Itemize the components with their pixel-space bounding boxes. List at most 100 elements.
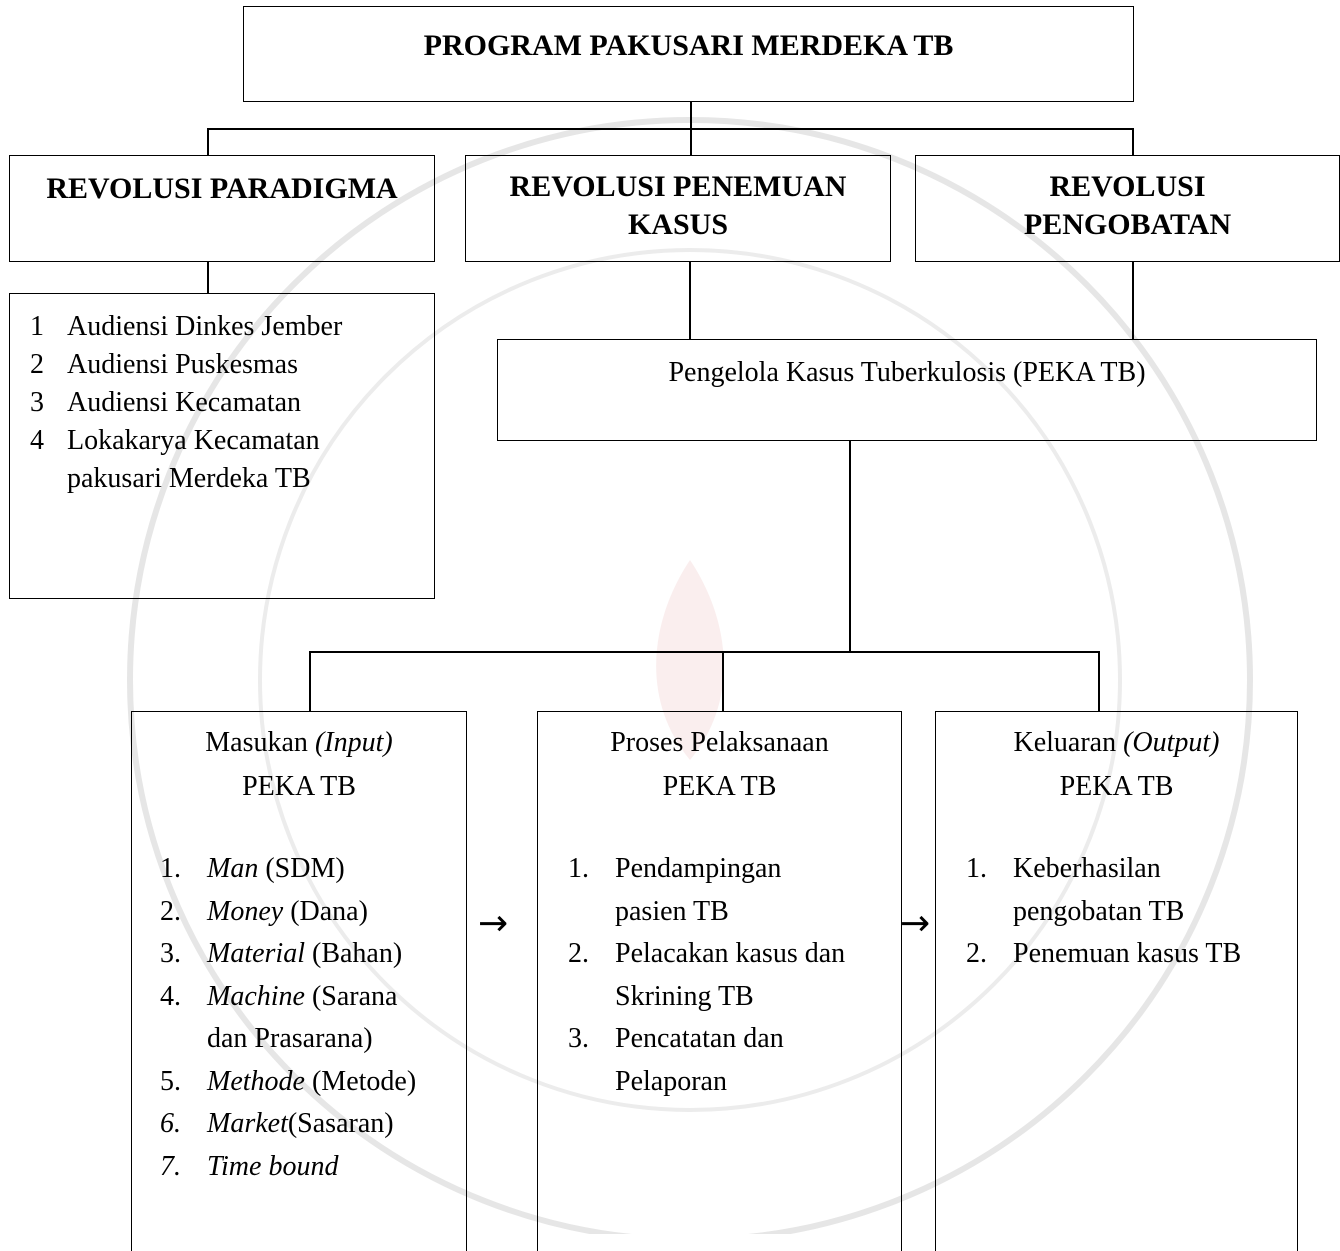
item-text: dan Prasarana) (207, 1023, 373, 1054)
root-title: PROGRAM PAKUSARI MERDEKA TB (423, 29, 954, 62)
item-number: 3. (160, 938, 181, 969)
item-italic: Material (207, 938, 305, 969)
branch-penemuan-title-line2: KASUS (627, 208, 729, 241)
connector-peka-down (849, 441, 851, 651)
list-item: 2. Money (Dana) (160, 891, 416, 934)
item-number: 2. (568, 938, 589, 969)
item-number: 1. (966, 853, 987, 884)
process-subheading: PEKA TB (662, 771, 777, 802)
item-text: (Sarana (304, 980, 398, 1012)
list-item-continuation: pasien TB (568, 891, 845, 934)
process-box: Proses Pelaksanaan PEKA TB 1.Pendampinga… (537, 711, 902, 1251)
list-item: 1.Pendampingan (568, 848, 845, 891)
process-list: 1.Pendampingan pasien TB 2.Pelacakan kas… (568, 848, 845, 1103)
paradigma-item: 3 Audiensi Kecamatan (30, 384, 342, 422)
item-italic: Market (207, 1108, 288, 1139)
input-heading: Masukan (Input) (132, 722, 466, 764)
list-item: 6.Market(Sasaran) (160, 1103, 416, 1146)
paradigma-item: 1 Audiensi Dinkes Jember (30, 308, 342, 346)
paradigma-list-box: 1 Audiensi Dinkes Jember 2 Audiensi Puskes… (9, 293, 435, 599)
connector-bottom-horizontal (309, 651, 1099, 653)
item-number: 1 (30, 311, 44, 342)
item-text: Audiensi Dinkes Jember (67, 311, 343, 342)
connector-to-input (309, 651, 311, 711)
list-item-continuation: dan Prasarana) (160, 1018, 416, 1061)
item-text: pakusari Merdeka TB (67, 463, 311, 494)
connector-to-output (1098, 651, 1100, 711)
item-text: Audiensi Kecamatan (67, 387, 302, 418)
output-list: 1.Keberhasilan pengobatan TB 2.Penemuan … (966, 848, 1241, 976)
item-italic: Methode (207, 1065, 305, 1097)
arrow-right-icon: → (478, 903, 509, 944)
item-italic: Man (207, 853, 259, 884)
input-heading-italic: (Input) (314, 727, 393, 758)
input-list: 1.Man (SDM) 2.Money (Dana) 3.Material (B… (160, 848, 416, 1188)
item-italic: Machine (207, 980, 305, 1012)
item-text: Pelaporan (615, 1065, 727, 1097)
item-number: 3 (30, 387, 44, 418)
branch-pengobatan-title-line2: PENGOBATAN (1023, 208, 1232, 241)
connector-to-process (722, 651, 724, 711)
connector-paradigma-down (207, 262, 209, 293)
item-number: 3. (568, 1023, 589, 1054)
list-item: 1. Man (SDM) (160, 848, 416, 891)
item-number: 2. (966, 938, 987, 969)
item-text: (Dana) (283, 895, 368, 927)
item-number: 4 (30, 425, 44, 456)
branch-penemuan-box: REVOLUSI PENEMUAN KASUS (465, 155, 891, 262)
connector-penemuan-down (689, 262, 691, 339)
branch-pengobatan-box: REVOLUSI PENGOBATAN (915, 155, 1340, 262)
branch-penemuan-title-line1: REVOLUSI PENEMUAN (509, 170, 847, 203)
list-item: 2.Pelacakan kasus dan (568, 933, 845, 976)
process-heading: Proses Pelaksanaan (610, 727, 829, 758)
root-box: PROGRAM PAKUSARI MERDEKA TB (243, 6, 1134, 102)
item-text: Skrining TB (615, 980, 754, 1012)
item-text: Pencatatan dan (615, 1023, 784, 1054)
list-item-continuation: Pelaporan (568, 1061, 845, 1104)
connector-to-penemuan (690, 128, 692, 155)
arrow-right-icon: → (900, 903, 931, 944)
item-text: (Metode) (304, 1065, 417, 1097)
list-item: 1. Keberhasilan (966, 848, 1241, 891)
item-text: (Sasaran) (287, 1108, 394, 1139)
input-heading-plain: Masukan (205, 727, 315, 758)
paradigma-item: 4 Lokakarya Kecamatan (30, 422, 342, 460)
item-text: (SDM) (258, 853, 345, 884)
output-heading-italic: (Output) (1123, 727, 1220, 758)
list-item-continuation: Skrining TB (568, 976, 845, 1019)
list-item: 3. Pencatatan dan (568, 1018, 845, 1061)
item-number: 2 (30, 349, 44, 380)
paradigma-item-continuation: pakusari Merdeka TB (30, 460, 342, 498)
item-number: 2. (160, 895, 181, 927)
input-subheading: PEKA TB (242, 771, 356, 802)
paradigma-item: 2 Audiensi Puskesmas (30, 346, 342, 384)
output-heading-plain: Keluaran (1013, 727, 1124, 758)
connector-to-paradigma (207, 128, 209, 155)
connector-pengobatan-down (1132, 262, 1134, 339)
connector-to-pengobatan (1132, 128, 1134, 155)
item-number: 7. (160, 1150, 181, 1182)
item-italic: Money (207, 895, 284, 927)
list-item-continuation: pengobatan TB (966, 891, 1241, 934)
list-item: 7. Time bound (160, 1146, 416, 1189)
item-italic: Time bound (207, 1150, 339, 1182)
list-item: 5. Methode (Metode) (160, 1061, 416, 1104)
item-number: 1. (160, 853, 181, 884)
output-box: Keluaran (Output) PEKA TB 1. Keberhasilan… (935, 711, 1298, 1251)
branch-paradigma-title: REVOLUSI PARADIGMA (46, 172, 398, 205)
item-text: Pendampingan (615, 853, 782, 884)
item-text: pengobatan TB (1013, 895, 1185, 927)
item-text: Keberhasilan (1013, 853, 1161, 884)
branch-pengobatan-title-line1: REVOLUSI (1049, 170, 1206, 203)
input-box: Masukan (Input) PEKA TB 1. Man (SDM) 2. Mo… (131, 711, 467, 1251)
connector-top-horizontal (207, 128, 1133, 130)
item-text: pasien TB (615, 895, 729, 927)
list-item: 4. Machine (Sarana (160, 976, 416, 1019)
item-text: Audiensi Puskesmas (67, 349, 298, 380)
output-subheading: PEKA TB (1059, 771, 1174, 802)
branch-paradigma-box: REVOLUSI PARADIGMA (9, 155, 435, 262)
item-number: 5. (160, 1065, 181, 1097)
item-text: Lokakarya Kecamatan (67, 425, 320, 456)
item-number: 4. (160, 980, 181, 1012)
peka-tb-title: Pengelola Kasus Tuberkulosis (PEKA TB) (668, 357, 1146, 388)
